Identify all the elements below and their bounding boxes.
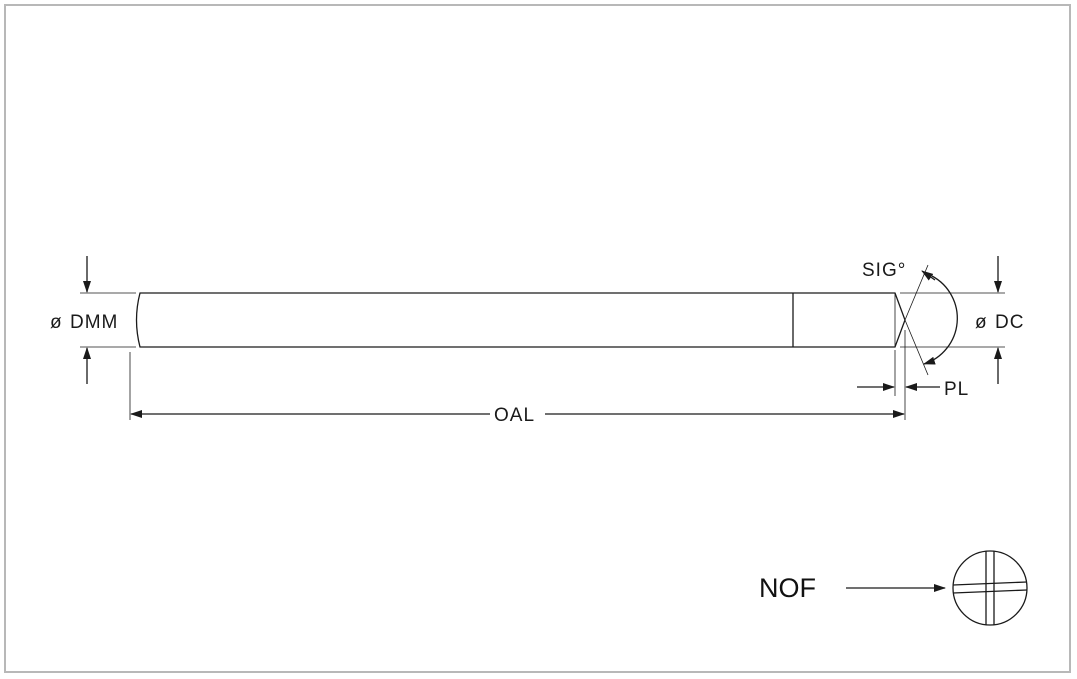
drawing-frame xyxy=(4,4,1071,673)
pl-label: PL xyxy=(944,379,969,400)
dc-label: DC xyxy=(995,312,1024,333)
sig-ext-lower xyxy=(904,319,929,376)
end-view-flute-1 xyxy=(952,581,1028,586)
end-view-hub xyxy=(987,586,993,589)
dc-diameter-symbol: ø xyxy=(975,312,988,333)
sig-label: SIG° xyxy=(862,260,906,281)
dmm-diameter-symbol: ø xyxy=(50,312,63,333)
sig-arc-start-arrow xyxy=(921,270,936,281)
end-view-flute-2 xyxy=(952,589,1028,594)
dmm-label: DMM xyxy=(70,312,118,333)
oal-label: OAL xyxy=(494,405,535,426)
sig-angle-arc xyxy=(923,275,958,365)
tool-shank-outline xyxy=(135,292,906,348)
end-view-circle xyxy=(952,550,1028,626)
nof-label: NOF xyxy=(759,573,816,603)
